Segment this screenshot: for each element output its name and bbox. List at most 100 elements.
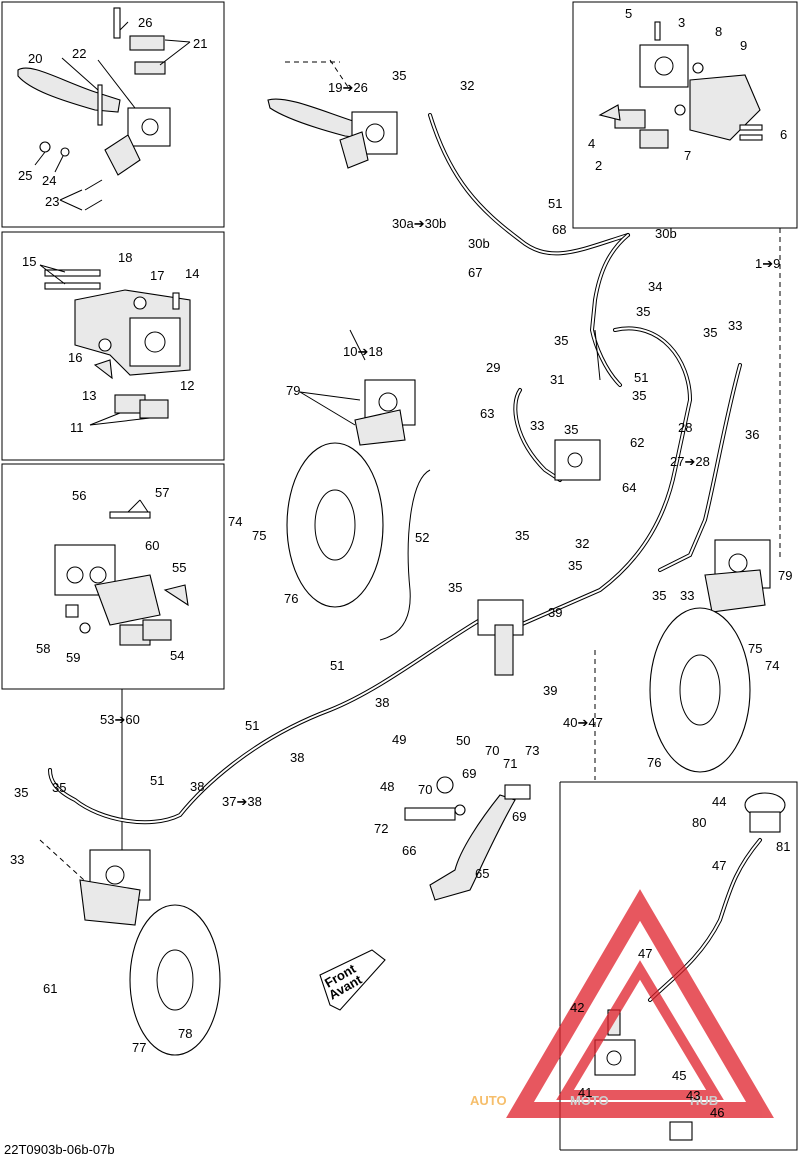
callout-25: 25: [18, 168, 32, 183]
callout-17: 17: [150, 268, 164, 283]
callout-69-a: 69: [462, 766, 476, 781]
callout-70-b: 70: [418, 782, 432, 797]
callout-69-b: 69: [512, 809, 526, 824]
callout-35-e: 35: [632, 388, 646, 403]
callout-1-9: 1➔9: [755, 256, 780, 271]
callout-65: 65: [475, 866, 489, 881]
main-rear-left-caliper: [79, 849, 151, 926]
hose-27: [518, 326, 693, 627]
callout-74-a: 74: [228, 514, 242, 529]
callout-35-l: 35: [52, 780, 66, 795]
callout-46: 46: [710, 1105, 724, 1120]
callout-79-a: 79: [286, 383, 300, 398]
main-rear-caliper: [299, 379, 416, 446]
callout-49: 49: [392, 732, 406, 747]
callout-4: 4: [588, 136, 595, 151]
callout-52: 52: [415, 530, 429, 545]
inset-right-caliper-parts: [598, 21, 763, 149]
callout-20: 20: [28, 51, 42, 66]
callout-12: 12: [180, 378, 194, 393]
callout-26: 26: [138, 15, 152, 30]
hose-30: [428, 113, 630, 256]
callout-41: 41: [578, 1085, 592, 1100]
callout-33-d: 33: [10, 852, 24, 867]
callout-54: 54: [170, 648, 184, 663]
leader-connectors: [39, 59, 781, 891]
callout-30b-a: 30b: [655, 226, 677, 241]
callout-32-a: 32: [460, 78, 474, 93]
callout-labels: 26 20 22 21 25 24 23 15 18 17 14 16 12 1…: [4, 6, 792, 1157]
inset-front-caliper-parts: [54, 499, 189, 646]
pad-spring: [93, 359, 113, 380]
inset-frame-rear-caliper: [1, 231, 225, 461]
front-direction-indicator: Front Avant: [319, 949, 386, 1011]
brake-pad-2: [139, 399, 169, 419]
main-front-right-caliper: [704, 539, 771, 613]
callout-58: 58: [36, 641, 50, 656]
watermark-text-moto: MOTO: [570, 1093, 609, 1108]
callout-60: 60: [145, 538, 159, 553]
callout-47-a: 47: [712, 858, 726, 873]
callout-33-b: 33: [530, 418, 544, 433]
caliper-body: [129, 317, 181, 367]
watermark: AUTO MOTO HUB: [470, 889, 774, 1118]
callout-79-b: 79: [778, 568, 792, 583]
callout-81: 81: [776, 839, 790, 854]
callout-74-b: 74: [765, 658, 779, 673]
inset-rear-caliper-parts: [39, 264, 191, 426]
proportioning-valve: [554, 439, 601, 481]
callout-56: 56: [72, 488, 86, 503]
callout-10-18: 10➔18: [343, 344, 383, 359]
callout-43: 43: [686, 1088, 700, 1103]
callout-70-a: 70: [485, 743, 499, 758]
callout-55: 55: [172, 560, 186, 575]
callout-51-c: 51: [330, 658, 344, 673]
sensor-wire-52: [379, 469, 431, 641]
inset-master-cylinder-parts: [17, 7, 191, 211]
inset-frame-right-caliper: [572, 1, 798, 229]
callout-72: 72: [374, 821, 388, 836]
callout-50: 50: [456, 733, 470, 748]
callout-18: 18: [118, 250, 132, 265]
callout-38-a: 38: [375, 695, 389, 710]
callout-59: 59: [66, 650, 80, 665]
callout-76-b: 76: [647, 755, 661, 770]
front-guide-pin: [109, 511, 151, 519]
callout-6: 6: [780, 127, 787, 142]
callout-35-i: 35: [448, 580, 462, 595]
callout-71: 71: [503, 756, 517, 771]
brake-hoses: [48, 113, 742, 825]
callout-33-c: 33: [680, 588, 694, 603]
brake-pedal-assembly: [404, 776, 531, 901]
callout-63: 63: [480, 406, 494, 421]
callout-2: 2: [595, 158, 602, 173]
inset-frame-master-cylinder: [1, 1, 225, 228]
disc-rear-left: [129, 904, 221, 1056]
callout-36: 36: [745, 427, 759, 442]
callout-31: 31: [550, 372, 564, 387]
callout-66: 66: [402, 843, 416, 858]
callout-73: 73: [525, 743, 539, 758]
watermark-text-hub: HUB: [690, 1093, 718, 1108]
reservoir-assembly: [594, 792, 786, 1141]
front-pad-2: [142, 619, 172, 641]
front-arrow: [319, 949, 386, 1011]
callout-29: 29: [486, 360, 500, 375]
callout-51-b: 51: [634, 370, 648, 385]
callout-40-47: 40➔47: [563, 715, 603, 730]
callout-80: 80: [692, 815, 706, 830]
callout-78: 78: [178, 1026, 192, 1041]
front-caliper-bracket: [94, 574, 161, 626]
callout-7: 7: [684, 148, 691, 163]
callout-51-d: 51: [245, 718, 259, 733]
callout-57: 57: [155, 485, 169, 500]
callout-14: 14: [185, 266, 199, 281]
callout-35-c: 35: [554, 333, 568, 348]
callout-62: 62: [630, 435, 644, 450]
callout-35-b: 35: [636, 304, 650, 319]
inset-frame-reservoir: [560, 781, 798, 1151]
callout-61: 61: [43, 981, 57, 996]
lever-pin: [97, 84, 103, 126]
callout-28: 28: [678, 420, 692, 435]
